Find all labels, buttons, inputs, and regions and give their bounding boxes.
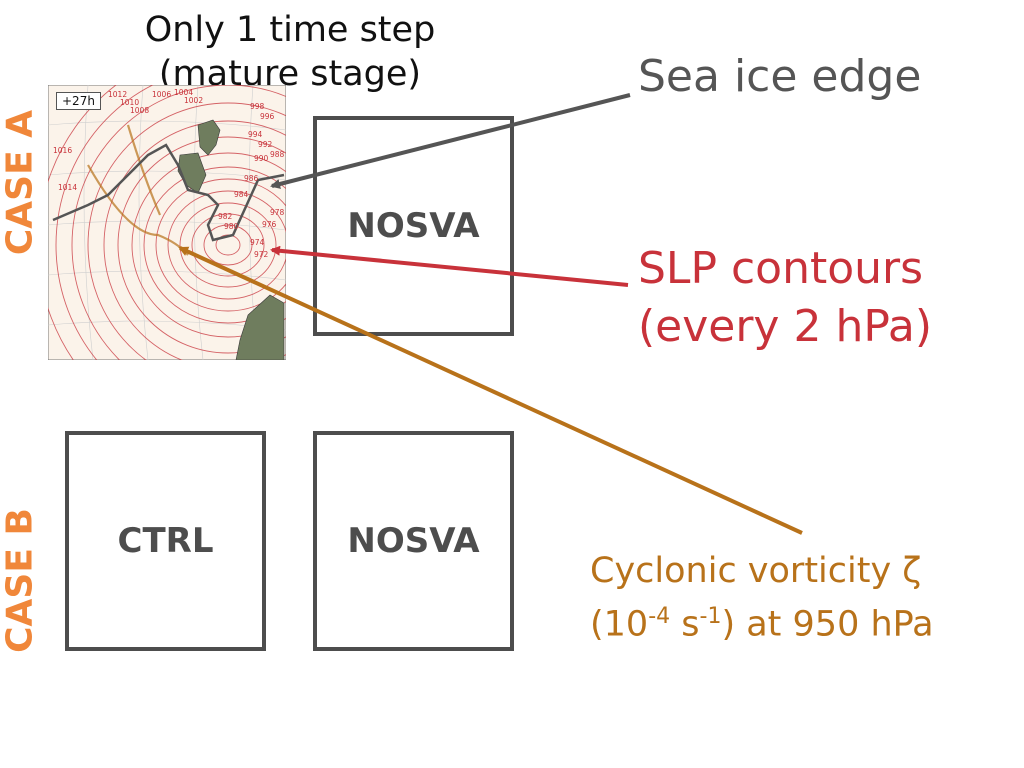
isobar-label: 1012 (108, 90, 127, 99)
isobar-label: 974 (250, 238, 265, 247)
vorticity-line-2: (10-4 s-1) at 950 hPa (590, 594, 934, 648)
time-step-badge: +27h (56, 92, 101, 110)
vort-exponent: -1 (699, 604, 722, 629)
vort-text: s (670, 604, 700, 645)
slp-contours-label: SLP contours (every 2 hPa) (638, 240, 932, 356)
slp-line-1: SLP contours (638, 243, 924, 294)
isobar-label: 986 (244, 174, 259, 183)
sea-ice-edge-label: Sea ice edge (638, 51, 922, 102)
isobar-label: 998 (250, 102, 265, 111)
slp-map-figure: 1012 1010 1008 1006 1004 1002 1016 1014 … (48, 85, 286, 360)
title-line-1: Only 1 time step (144, 10, 436, 50)
slp-arrow (270, 245, 629, 287)
isobar-label: 978 (270, 208, 285, 217)
isobar-label: 1008 (130, 106, 149, 115)
slp-line-2: (every 2 hPa) (638, 301, 933, 352)
isobar-label: 1016 (53, 146, 72, 155)
isobar-label: 980 (224, 222, 239, 231)
isobar-label: 1010 (120, 98, 139, 107)
vort-text: (10 (590, 604, 649, 645)
isobar-label: 1002 (184, 96, 203, 105)
case-a-nosva-panel: NOSVA (313, 116, 514, 336)
isobar-label: 990 (254, 154, 269, 163)
case-b-nosva-panel: NOSVA (313, 431, 514, 651)
vort-exponent: -4 (648, 604, 671, 629)
panel-label-nosva: NOSVA (347, 206, 480, 246)
isobar-label: 976 (262, 220, 277, 229)
isobar-label: 1014 (58, 183, 77, 192)
case-b-ctrl-panel: CTRL (65, 431, 266, 651)
vorticity-arrow (178, 246, 803, 535)
isobar-label: 982 (218, 212, 233, 221)
isobar-label: 984 (234, 190, 249, 199)
vort-text: ) at 950 hPa (721, 604, 934, 645)
isobar-label: 1006 (152, 90, 171, 99)
sea-ice-arrow (270, 93, 631, 189)
vorticity-line-1: Cyclonic vorticity ζ (590, 551, 922, 591)
isobar-label: 994 (248, 130, 263, 139)
panel-label-ctrl: CTRL (117, 521, 214, 561)
vorticity-label: Cyclonic vorticity ζ (10-4 s-1) at 950 h… (590, 548, 934, 648)
title: Only 1 time step (mature stage) (110, 8, 470, 96)
isobar-label: 972 (254, 250, 269, 259)
case-a-ctrl-map: 1012 1010 1008 1006 1004 1002 1016 1014 … (48, 85, 286, 360)
panel-label-nosva: NOSVA (347, 521, 480, 561)
isobar-label: 1004 (174, 88, 193, 97)
isobar-label: 996 (260, 112, 275, 121)
isobar-label: 992 (258, 140, 273, 149)
isobar-label: 988 (270, 150, 285, 159)
